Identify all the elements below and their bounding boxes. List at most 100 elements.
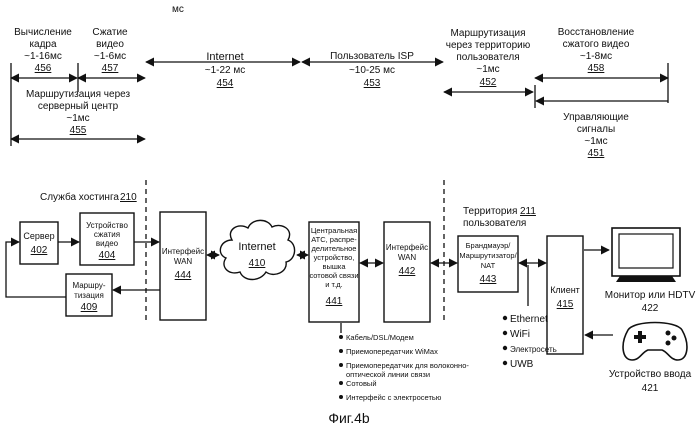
firewall-line-3: NAT	[481, 261, 496, 270]
isp-ref: 453	[364, 78, 381, 89]
internet-cloud: Internet 410	[220, 220, 294, 279]
monitor-screen	[619, 234, 673, 268]
wan-option-bullet	[339, 363, 343, 367]
hosting-label-text: Служба хостинга	[40, 191, 119, 203]
latency-internet: Internet ~1-22 мс 454	[146, 51, 300, 89]
gamepad-button	[666, 341, 671, 346]
route-user-title-3: пользователя	[456, 52, 519, 63]
lan-option-item: Электросеть	[510, 345, 557, 354]
firewall-line-1: Брандмауэр/	[466, 241, 512, 250]
route-server-title-2: серверный центр	[38, 101, 119, 112]
control-title-1: Управляющие	[563, 112, 629, 123]
central-line-5: вышка	[322, 262, 346, 271]
input-device-ref: 421	[642, 383, 659, 394]
latency-compress: Сжатие видео ~1-6мс 457	[78, 27, 145, 78]
wan-option-bullet	[339, 395, 343, 399]
lan-option-item: WiFi	[510, 329, 530, 340]
route-server-value: ~1мс	[66, 113, 89, 124]
latency-compute: Вычисление кадра ~1-16мс 456	[11, 27, 77, 78]
compress-value: ~1-6мс	[94, 51, 126, 62]
gamepad-dpad-v	[638, 331, 642, 343]
compress-title-2: видео	[96, 39, 124, 50]
top-unit-label: мс	[172, 4, 184, 15]
internet-cloud-label: Internet	[238, 241, 275, 253]
compute-ref: 456	[35, 63, 52, 74]
compress-ref: 457	[102, 63, 119, 74]
lan-option-bullet	[503, 346, 507, 350]
monitor-icon	[612, 228, 680, 282]
internet-value: ~1-22 мс	[205, 65, 246, 76]
wan-option-item: Интерфейс с электросетью	[346, 393, 442, 402]
central-line-1: Центральная	[311, 226, 357, 235]
wan-user-line-1: Интерфейс	[386, 243, 428, 252]
central-line-7: и т.д.	[325, 280, 342, 289]
wan-host-box	[160, 212, 206, 320]
input-device-label: Устройство ввода	[609, 369, 692, 380]
wan-host-ref: 444	[175, 270, 192, 281]
server-ref: 402	[31, 245, 48, 256]
hosting-ref: 210	[120, 192, 137, 203]
territory-label-1: Территория	[463, 206, 517, 217]
isp-value: ~10-25 мс	[349, 65, 395, 76]
gamepad-body	[623, 323, 687, 361]
router-line-1: Маршру-	[72, 281, 105, 290]
internet-cloud-ref: 410	[249, 258, 266, 269]
client-label: Клиент	[550, 285, 580, 295]
latency-decompress: Восстановление сжатого видео ~1-8мс 458	[535, 27, 668, 78]
wan-host-line-2: WAN	[174, 257, 193, 266]
server-label: Сервер	[23, 231, 54, 241]
route-user-ref: 452	[480, 77, 497, 88]
gamepad-button	[666, 331, 671, 336]
wan-host-line-1: Интерфейс	[162, 247, 204, 256]
internet-ref: 454	[217, 78, 234, 89]
control-ref: 451	[588, 148, 605, 159]
latency-route-user: Маршрутизация через территорию пользоват…	[444, 28, 533, 92]
compressor-ref: 404	[99, 250, 116, 261]
route-user-title-1: Маршрутизация	[450, 28, 525, 39]
central-line-3: делительное	[312, 244, 357, 253]
wan-option-bullet	[339, 381, 343, 385]
decompress-ref: 458	[588, 63, 605, 74]
firewall-line-2: Маршрутизатор/	[459, 251, 517, 260]
figure-caption: Фиг.4b	[328, 410, 370, 426]
monitor-base	[616, 276, 676, 282]
client-box	[547, 236, 583, 354]
isp-title: Пользователь ISP	[330, 51, 414, 62]
control-title-2: сигналы	[577, 124, 615, 135]
latency-control: Управляющие сигналы ~1мс 451	[536, 101, 668, 159]
latency-isp: Пользователь ISP ~10-25 мс 453	[302, 51, 443, 89]
lan-option-bullet	[503, 331, 507, 335]
compute-title-2: кадра	[29, 39, 57, 50]
compute-title-1: Вычисление	[14, 27, 72, 38]
gamepad-button	[672, 336, 677, 341]
wan-option-item: Сотовый	[346, 379, 377, 388]
internet-title: Internet	[206, 51, 243, 63]
gamepad-icon	[623, 323, 687, 361]
lan-option-item: UWB	[510, 359, 534, 370]
hosting-label: Служба хостинга	[40, 191, 119, 203]
central-ref: 441	[326, 296, 343, 307]
wan-option-item: Кабель/DSL/Модем	[346, 333, 414, 342]
server-box	[20, 222, 58, 264]
control-value: ~1мс	[584, 136, 607, 147]
compute-value: ~1-16мс	[24, 51, 62, 62]
lan-option-bullet	[503, 316, 507, 320]
territory-label-2: пользователя	[463, 218, 526, 229]
firewall-ref: 443	[480, 274, 497, 285]
router-ref: 409	[81, 302, 98, 313]
monitor-label: Монитор или HDTV	[605, 290, 696, 301]
wan-option-item: Приемопередатчик WiMax	[346, 347, 438, 356]
wan-option-item: Приемопередатчик для волоконно-	[346, 361, 469, 370]
lan-option-bullet	[503, 361, 507, 365]
route-user-title-2: через территорию	[446, 40, 531, 51]
wan-option-item: оптической линии связи	[346, 370, 430, 379]
client-ref: 415	[557, 299, 574, 310]
router-line-2: тизация	[74, 291, 104, 300]
lan-option-item: Ethernet	[510, 314, 548, 325]
wan-user-line-2: WAN	[398, 253, 417, 262]
latency-route-server: Маршрутизация через серверный центр ~1мс…	[11, 89, 145, 139]
wan-option-bullet	[339, 349, 343, 353]
central-line-6: сотовой связи	[309, 271, 358, 280]
compressor-line-2: сжатия	[94, 230, 120, 239]
